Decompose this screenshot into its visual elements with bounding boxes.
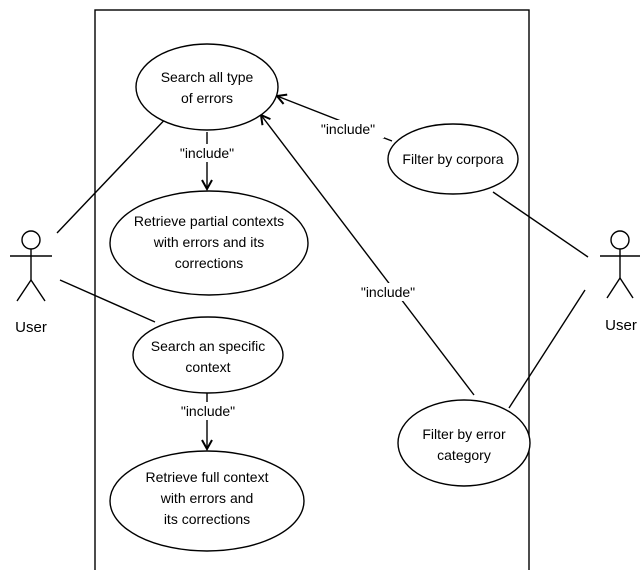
use-case-search-specific-context: Search an specific context <box>132 316 284 394</box>
use-case-retrieve-partial-contexts: Retrieve partial contexts with errors an… <box>109 190 309 296</box>
include-label: "include" <box>361 284 415 300</box>
include-label: "include" <box>321 121 375 137</box>
use-case-retrieve-full-context: Retrieve full context with errors and it… <box>109 450 305 552</box>
actor-user-left: User <box>10 230 52 336</box>
use-case-label: Filter by error <box>422 426 506 442</box>
use-case-label: of errors <box>181 90 233 106</box>
use-case-label: category <box>437 447 491 463</box>
use-case-search-all-errors: Search all type of errors <box>135 43 279 131</box>
label-bg <box>172 144 244 162</box>
use-case-label: corrections <box>175 255 243 271</box>
actor-user-right: User <box>600 230 640 334</box>
label-bg <box>312 120 384 138</box>
stick-figure-icon <box>10 230 52 302</box>
use-case-label: Filter by corpora <box>402 151 503 167</box>
label-bg <box>352 283 424 301</box>
use-case-label: with errors and <box>160 490 254 506</box>
label-bg <box>173 402 245 420</box>
actor-label: User <box>605 317 637 334</box>
association-line <box>508 289 586 409</box>
use-case-label: Search all type <box>161 69 254 85</box>
use-case-label: its corrections <box>164 511 250 527</box>
association-line <box>492 191 589 258</box>
include-label: "include" <box>180 145 234 161</box>
use-case-label: Retrieve full context <box>146 469 269 485</box>
stick-figure-icon <box>600 230 640 299</box>
include-label: "include" <box>181 403 235 419</box>
association-line <box>59 279 156 323</box>
use-case-filter-by-corpora: Filter by corpora <box>387 123 519 195</box>
include-arrow <box>261 115 475 396</box>
use-case-label: Search an specific <box>151 338 265 354</box>
association-line <box>56 110 174 234</box>
use-case-label: context <box>185 359 230 375</box>
use-case-label: Retrieve partial contexts <box>134 213 284 229</box>
use-case-filter-by-error-category: Filter by error category <box>397 399 531 487</box>
use-case-label: with errors and its <box>153 234 264 250</box>
actor-label: User <box>15 319 47 336</box>
